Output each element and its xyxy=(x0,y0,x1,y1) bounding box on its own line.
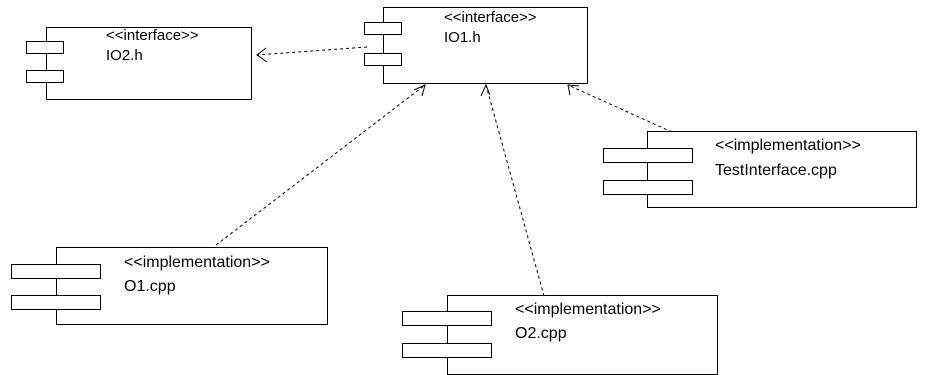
component-name: O1.cpp xyxy=(124,278,176,295)
dependency-io1-to-io2 xyxy=(256,46,368,56)
component-tab-bottom xyxy=(26,70,64,83)
component-tab-bottom xyxy=(364,53,402,66)
component-tab-bottom xyxy=(603,180,693,195)
component-stereotype: <<implementation>> xyxy=(715,137,861,154)
dependency-testinterface-to-io1 xyxy=(567,84,673,133)
component-tab-top xyxy=(603,148,693,163)
component-tab-top xyxy=(26,41,64,54)
component-stereotype: <<interface>> xyxy=(444,9,537,26)
component-name: IO1.h xyxy=(444,29,481,46)
component-name: TestInterface.cpp xyxy=(715,162,837,179)
arrowhead-io2 xyxy=(256,47,268,63)
arrowhead-io1-right xyxy=(567,84,580,96)
component-name: IO2.h xyxy=(106,47,143,64)
arrowhead-io1-center xyxy=(480,83,491,97)
component-tab-top xyxy=(402,311,492,326)
component-stereotype: <<interface>> xyxy=(106,27,199,44)
component-tab-top xyxy=(364,22,402,35)
component-tab-bottom xyxy=(402,343,492,358)
component-stereotype: <<implementation>> xyxy=(124,254,270,271)
dependency-o2-to-io1 xyxy=(485,84,545,297)
component-stereotype: <<implementation>> xyxy=(515,301,661,318)
component-name: O2.cpp xyxy=(515,325,567,342)
dependency-o1-to-io1 xyxy=(215,84,426,246)
arrowhead-io1-left xyxy=(413,84,426,97)
component-tab-bottom xyxy=(11,295,101,310)
component-tab-top xyxy=(11,264,101,279)
